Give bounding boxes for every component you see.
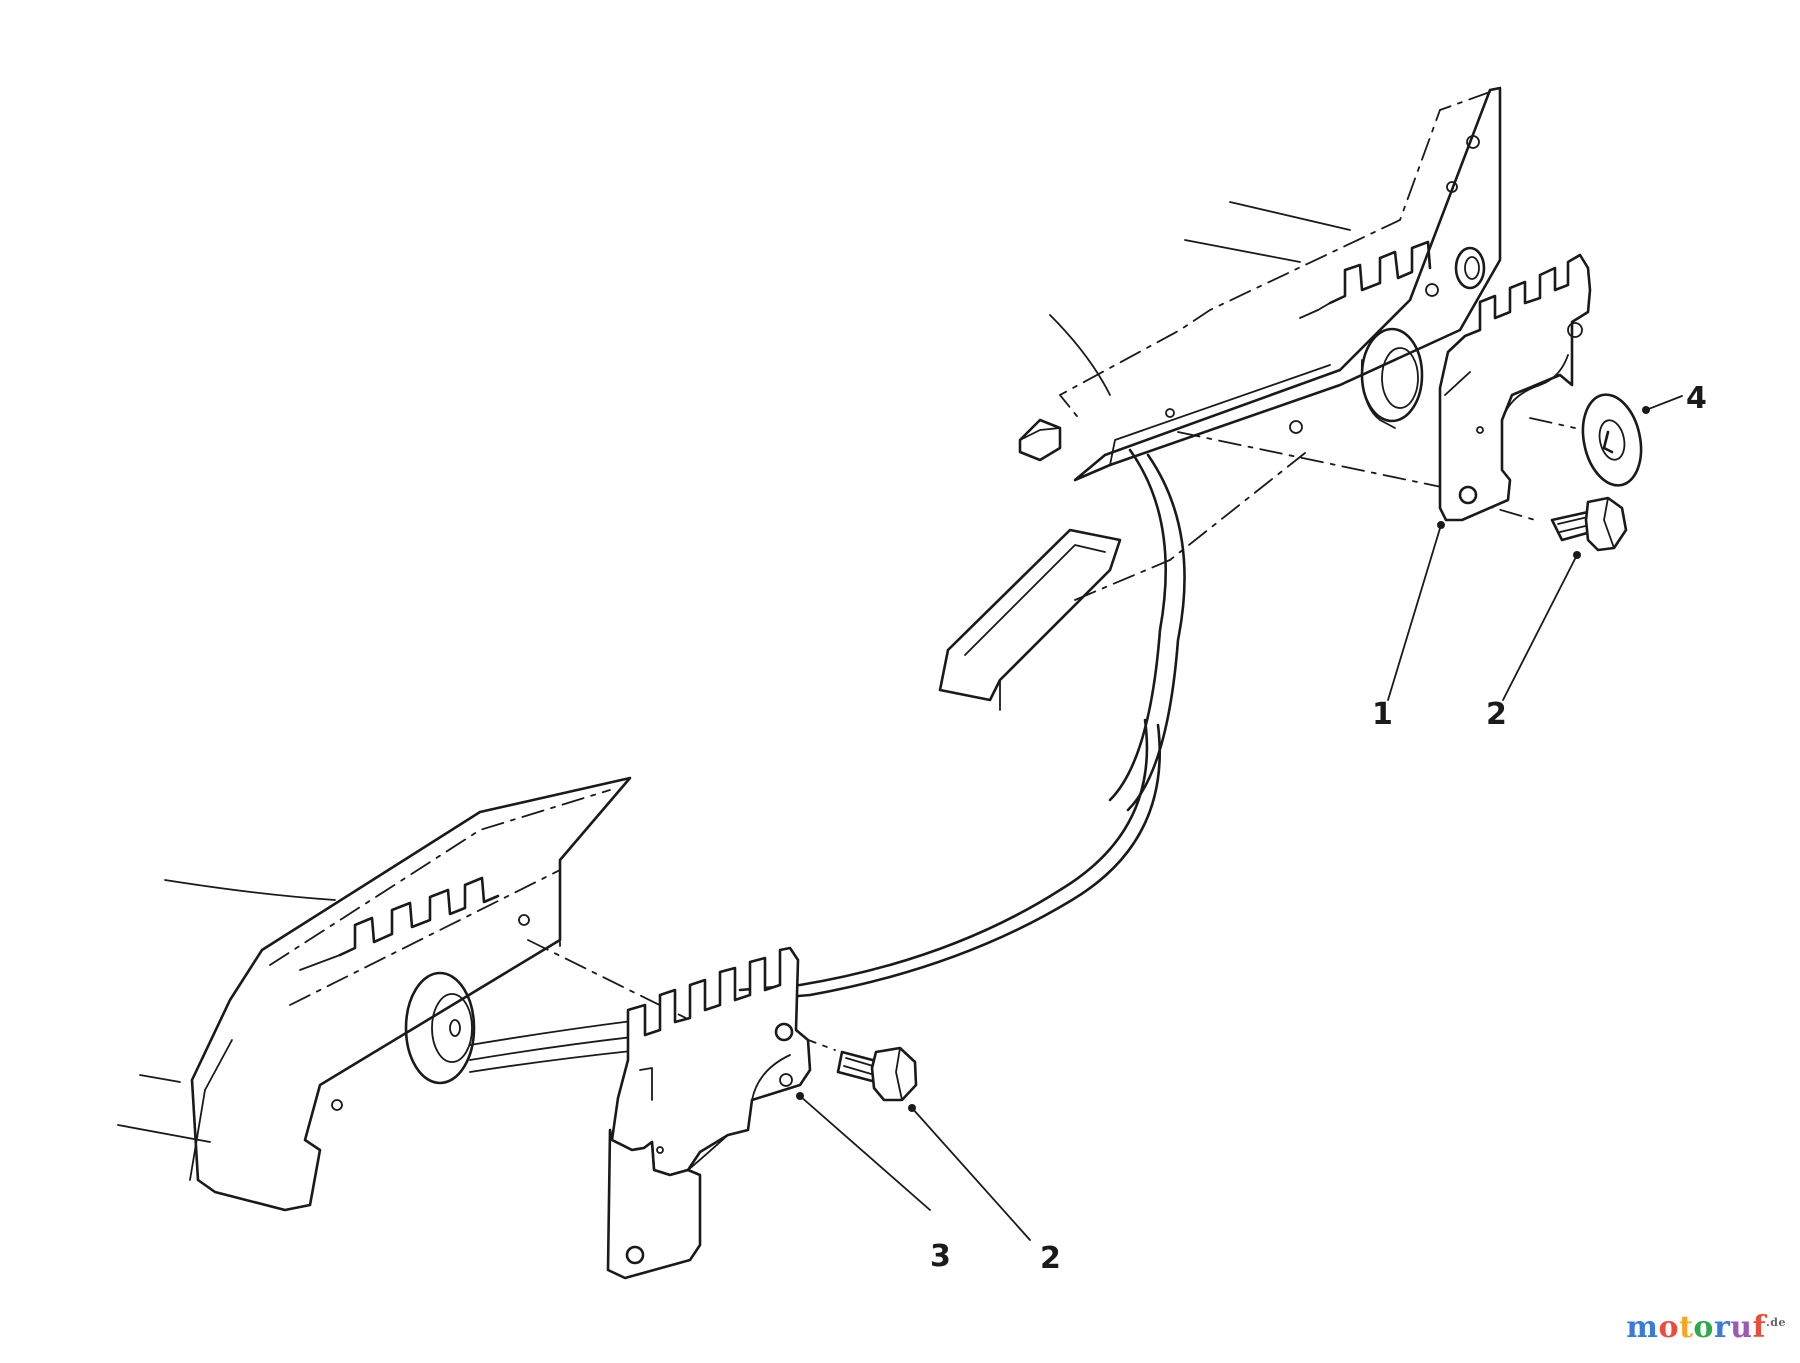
- part-3-left-height-plate: [606, 946, 812, 1280]
- watermark-letter: m: [1626, 1310, 1659, 1345]
- callout-2-right: 2: [1486, 697, 1507, 732]
- assembly-centerlines: [527, 417, 1576, 1051]
- watermark-letter: f: [1752, 1310, 1766, 1345]
- watermark-letter: o: [1693, 1310, 1714, 1345]
- watermark-letter: r: [1713, 1310, 1731, 1345]
- rear-shroud: [938, 448, 1186, 812]
- part-2-left-bolt: [836, 1046, 918, 1102]
- callout-2-left: 2: [1040, 1241, 1061, 1276]
- callout-1-right: 1: [1372, 697, 1393, 732]
- callout-3-left: 3: [930, 1239, 951, 1274]
- part-1-right-height-plate: [1438, 253, 1592, 522]
- part-2-right-bolt: [1550, 496, 1628, 552]
- left-deck-height-bracket: [189, 776, 632, 1212]
- callout-labels: 1 2 4 3 2: [930, 381, 1707, 1276]
- callout-leaders: [796, 395, 1683, 1241]
- callout-4-right: 4: [1686, 381, 1707, 416]
- deck-outline: [117, 201, 1351, 1143]
- motoruf-watermark: motoruf.de: [1626, 1310, 1786, 1345]
- watermark-letter: u: [1730, 1310, 1753, 1345]
- watermark-letters: motoruf: [1626, 1310, 1766, 1345]
- part-4-washer: [1581, 393, 1643, 487]
- watermark-letter: t: [1679, 1310, 1694, 1345]
- watermark-suffix: .de: [1765, 1316, 1786, 1329]
- right-deck-height-bracket: [1018, 86, 1502, 482]
- deck-sweep-curve: [469, 718, 1162, 1073]
- watermark-letter: o: [1658, 1310, 1680, 1345]
